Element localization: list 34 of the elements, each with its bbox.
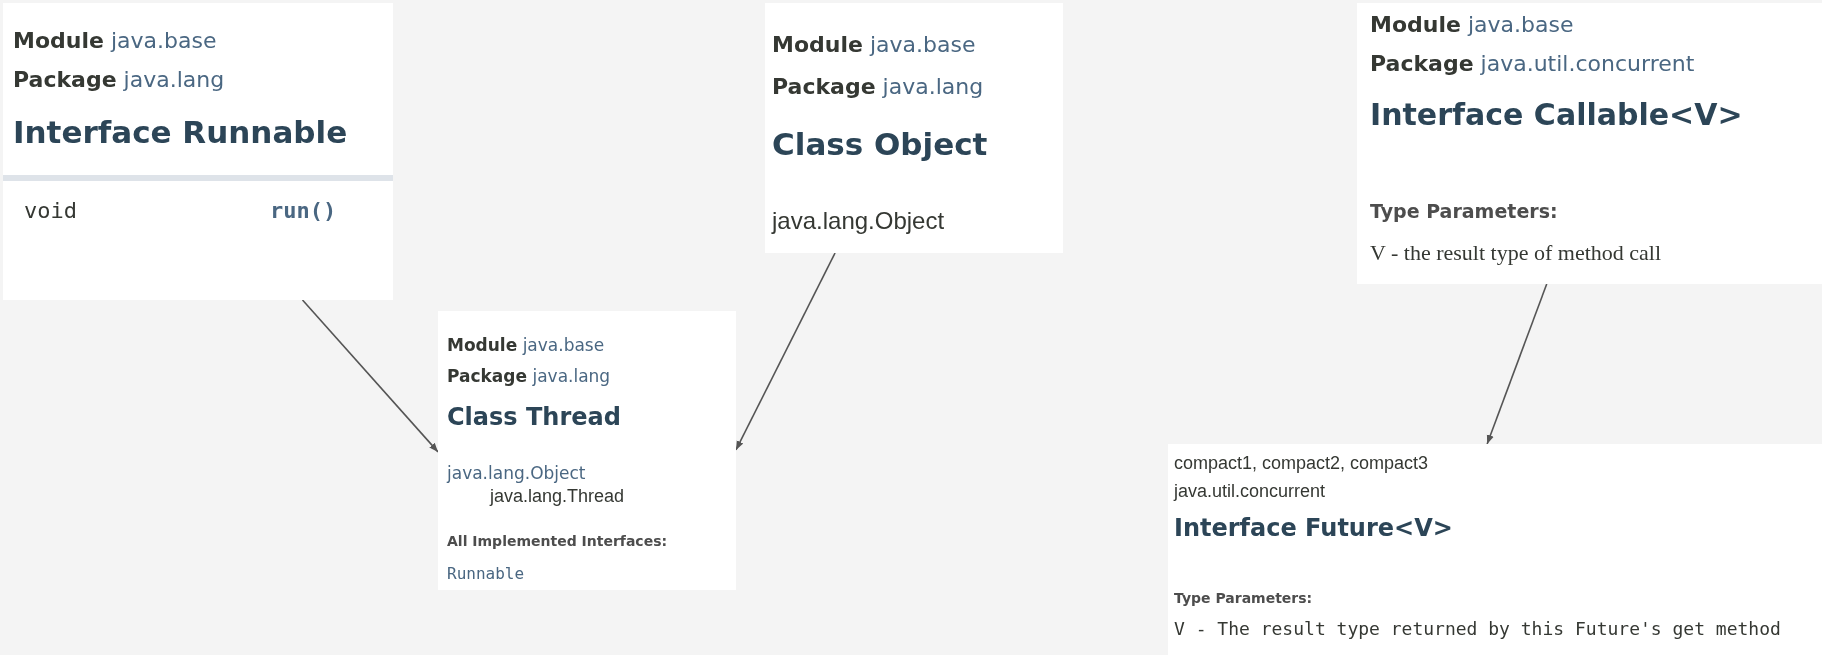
package-line: Package java.lang — [772, 74, 984, 101]
module-line: Module java.base — [447, 335, 605, 356]
section-heading: Type Parameters: — [1174, 590, 1313, 607]
interface-title: Interface Future<V> — [1174, 514, 1453, 543]
module-line: Module java.base — [1370, 12, 1574, 39]
module-line: Module java.base — [772, 32, 976, 59]
documentation-card — [438, 311, 736, 590]
interface-title: Interface Runnable — [13, 114, 348, 152]
documentation-card — [1168, 444, 1822, 655]
documentation-card — [765, 3, 1063, 253]
package-line: Package java.util.concurrent — [1370, 51, 1695, 78]
module-line: Module java.base — [13, 28, 217, 55]
documentation-card — [3, 3, 393, 300]
section-heading: All Implemented Interfaces: — [447, 533, 668, 550]
method-name: run() — [270, 198, 337, 225]
return-type: void — [24, 198, 77, 225]
class-title: Class Thread — [447, 403, 621, 432]
section-heading: Type Parameters: — [1370, 200, 1558, 223]
parameter-description: V - The result type returned by this Future's get method — [1174, 618, 1781, 640]
superclass-link: java.lang.Object — [447, 463, 586, 484]
arrow — [301, 299, 439, 453]
interface-link: Runnable — [447, 564, 525, 584]
arrow — [1486, 283, 1548, 445]
documentation-card — [1357, 3, 1822, 284]
arrow — [735, 252, 836, 451]
package-line: Package java.lang — [447, 366, 611, 387]
class-title: Class Object — [772, 126, 988, 164]
package-line: Package java.lang — [13, 67, 225, 94]
parameter-description: V - the result type of method call — [1370, 240, 1662, 267]
class-hierarchy: java.lang.Object — [772, 207, 945, 236]
class-name: java.lang.Thread — [490, 486, 625, 508]
interface-title: Interface Callable<V> — [1370, 97, 1743, 133]
package-line: java.util.concurrent — [1174, 481, 1326, 503]
profiles-line: compact1, compact2, compact3 — [1174, 453, 1429, 475]
